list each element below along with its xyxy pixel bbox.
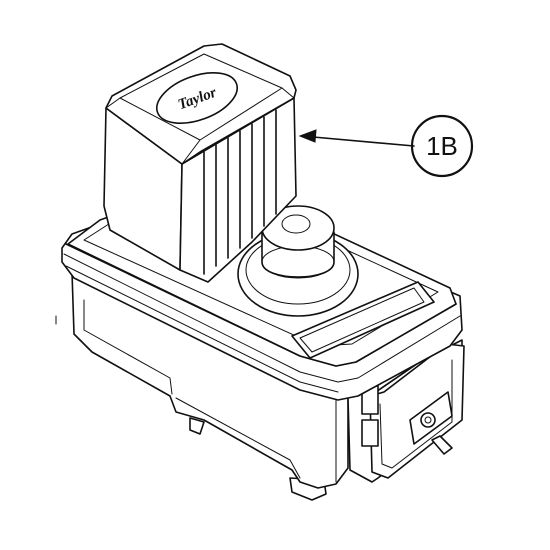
- nameplate-inner: [299, 287, 425, 353]
- terminal-screw-slot: [424, 416, 432, 424]
- knob-top-recess: [281, 214, 311, 234]
- base-wall-ledge: [83, 299, 173, 395]
- callout-leader-line: [301, 135, 415, 147]
- lid-flange-lower-bead: [65, 265, 339, 393]
- cover-front-bevel: [105, 87, 295, 165]
- reset-knob: [237, 205, 359, 317]
- cover-cap: Taylor: [103, 43, 297, 283]
- terminal-tab-lower: [361, 419, 379, 447]
- callout-label: 1B: [426, 131, 458, 161]
- cover-logo-oval: [156, 72, 238, 124]
- spade-tip: [431, 435, 453, 455]
- lid-flange-bead: [63, 253, 461, 383]
- callout: 1B: [298, 114, 474, 178]
- terminal-block-inner: [379, 359, 453, 469]
- terminal-screw: [420, 412, 436, 428]
- callout-bubble: [410, 114, 474, 178]
- base-foot-left: [189, 417, 205, 435]
- callout-arrowhead: [298, 129, 317, 143]
- base-wall-seam: [175, 397, 301, 479]
- cover-ribs: [203, 109, 277, 275]
- nameplate: [291, 281, 435, 359]
- nameplate-outline: [291, 281, 435, 359]
